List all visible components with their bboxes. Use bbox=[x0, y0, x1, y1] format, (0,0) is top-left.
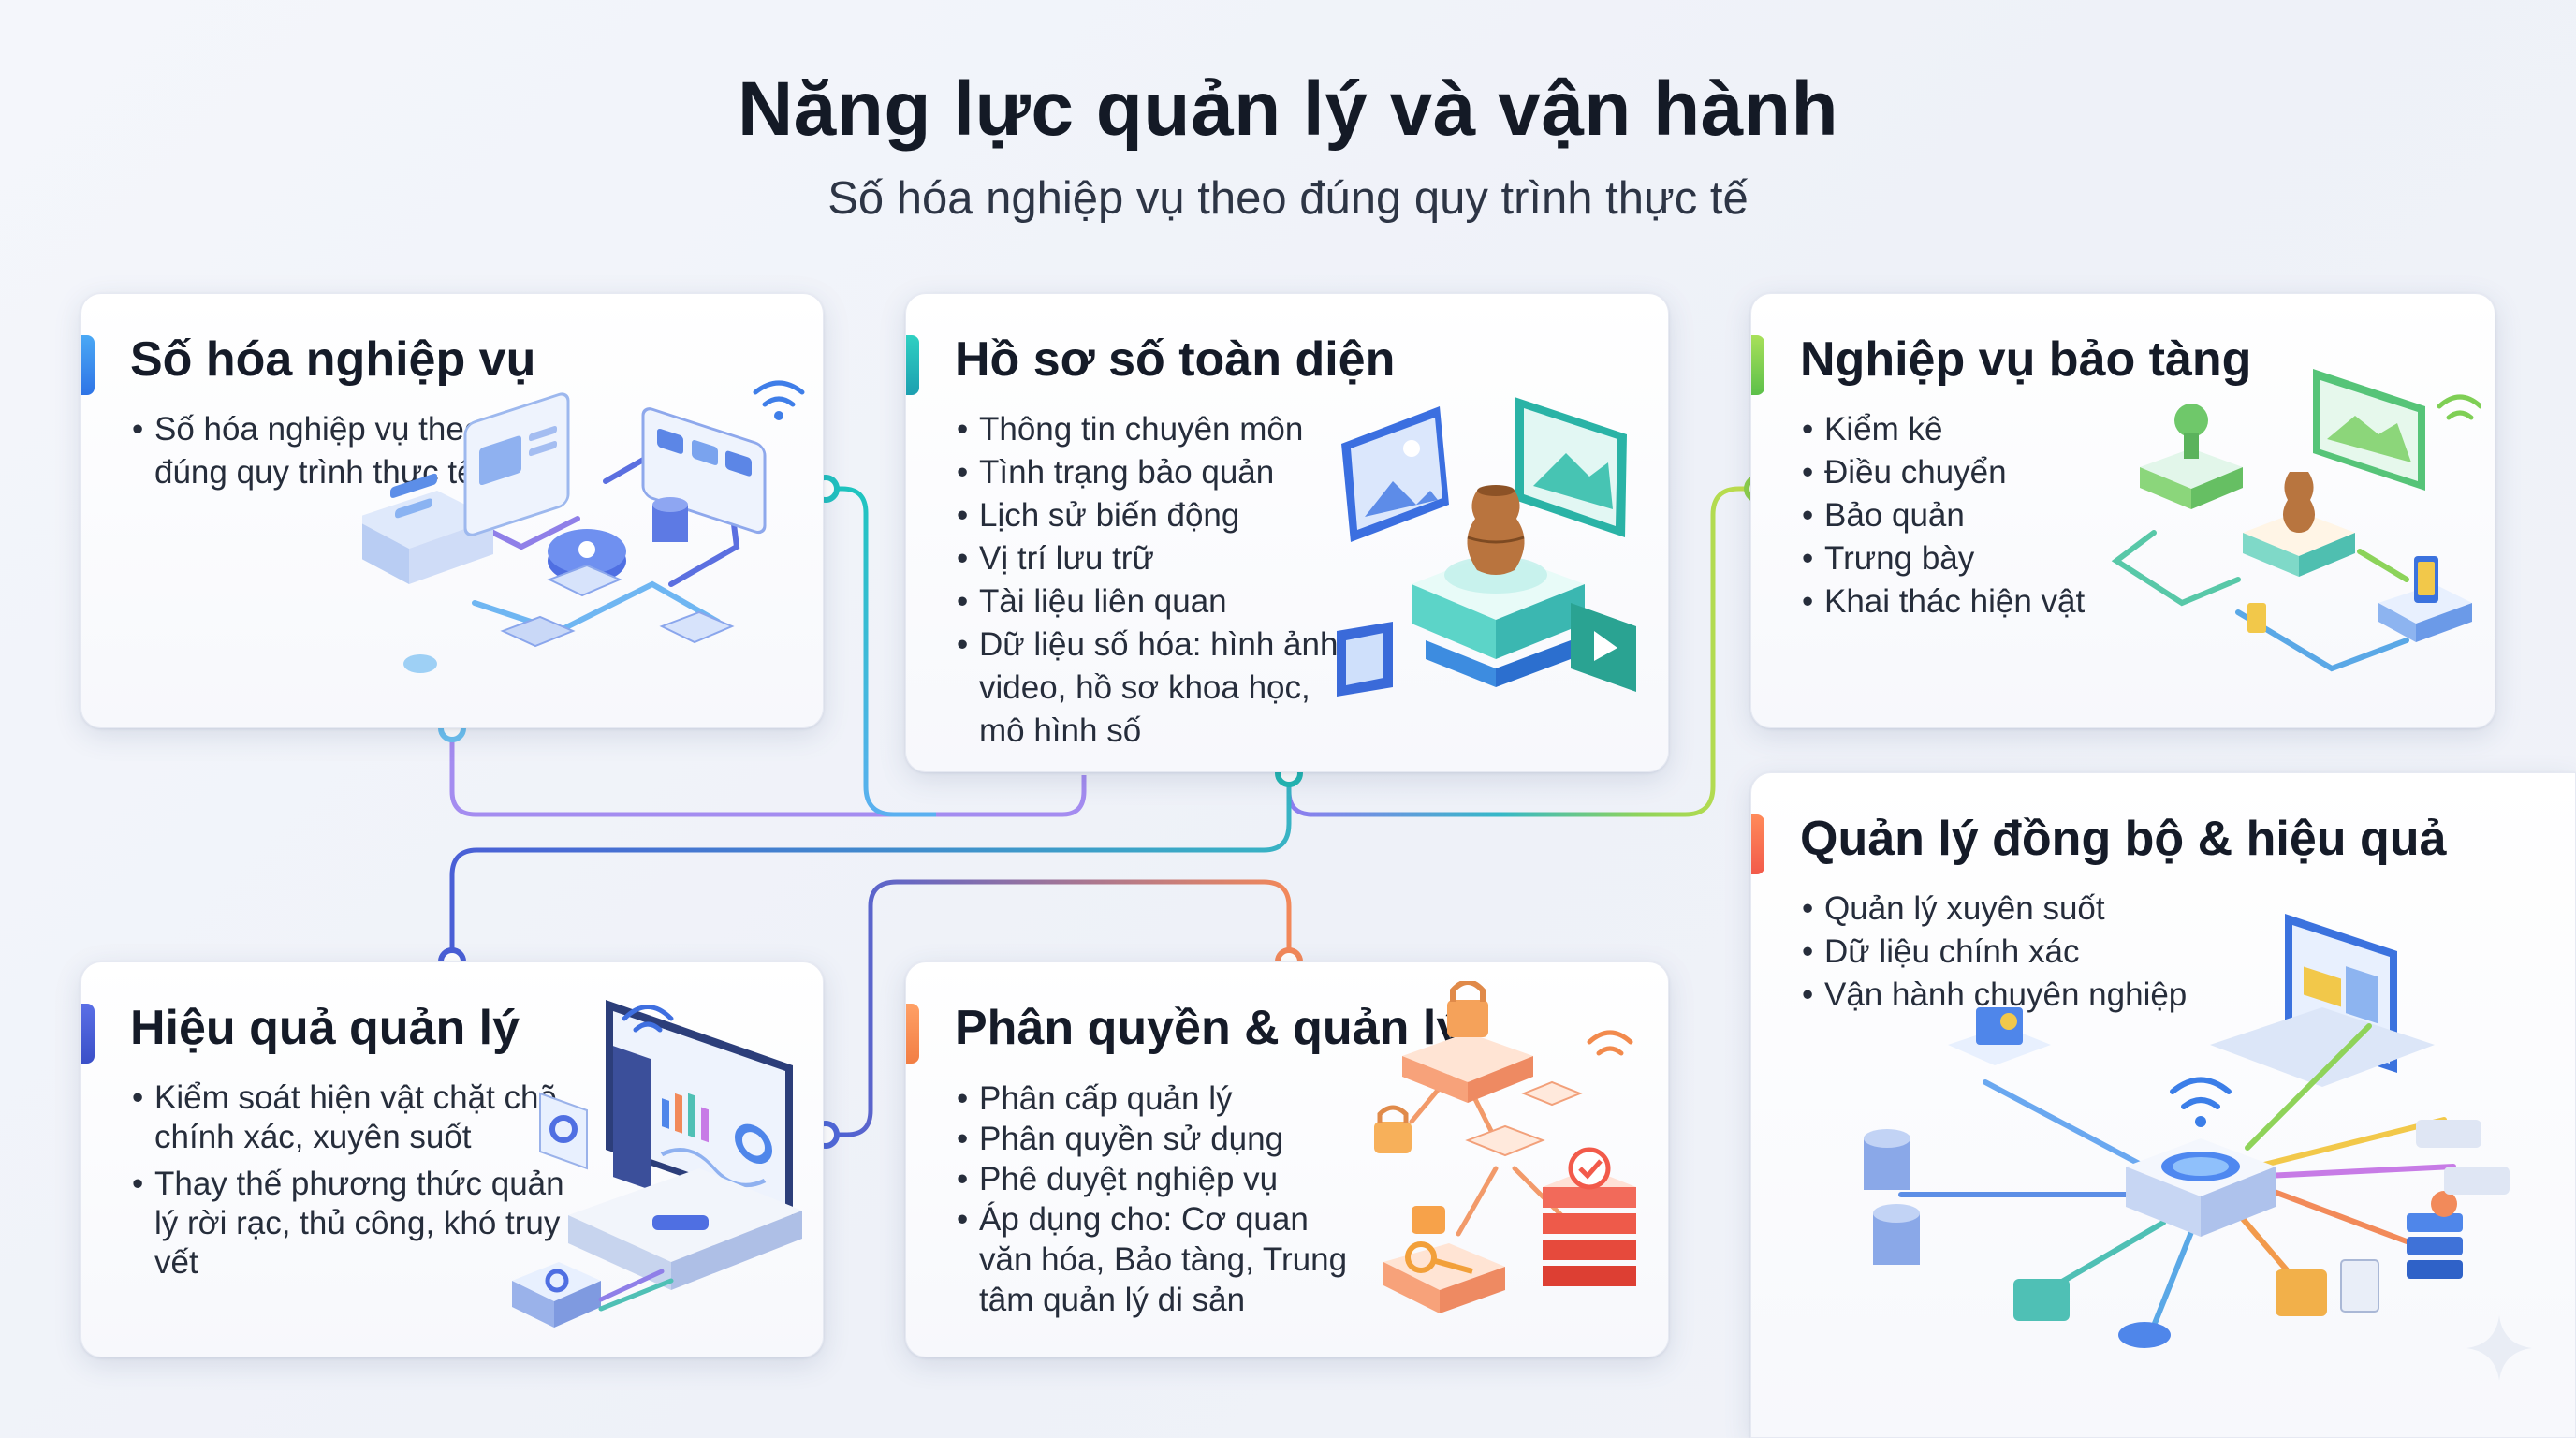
card-sync: Quản lý đồng bộ & hiệu quả Quản lý xuyên… bbox=[1750, 772, 2576, 1438]
card-title: Hiệu quả quản lý bbox=[130, 1001, 520, 1055]
bullet-item: Phân quyền sử dụng bbox=[955, 1119, 1367, 1159]
page-title: Năng lực quản lý và vận hành bbox=[737, 66, 1839, 152]
bullet-list: Phân cấp quản lý Phân quyền sử dụng Phê … bbox=[955, 1078, 1367, 1320]
bullet-item: Trưng bày bbox=[1800, 537, 2137, 580]
bullet-list: Quản lý xuyên suốt Dữ liệu chính xác Vận… bbox=[1800, 888, 2324, 1017]
header: Năng lực quản lý và vận hành Số hóa nghi… bbox=[0, 66, 2576, 225]
bullet-item: Phân cấp quản lý bbox=[955, 1078, 1367, 1119]
bullet-item: Thay thế phương thức quản lý rời rạc, th… bbox=[130, 1165, 570, 1283]
bullet-item: Thông tin chuyên môn bbox=[955, 408, 1348, 451]
card-museum: Nghiệp vụ bảo tàng Kiểm kê Điều chuyển B… bbox=[1750, 293, 2496, 728]
workflow-illustration-icon bbox=[362, 380, 805, 673]
bullet-list: Kiểm soát hiện vật chặt chẽ, chính xác, … bbox=[130, 1078, 570, 1283]
card-title: Hồ sơ số toàn diện bbox=[955, 332, 1396, 387]
bullet-item: Dữ liệu chính xác bbox=[1800, 931, 2324, 974]
card-records: Hồ sơ số toàn diện Thông tin chuyên môn … bbox=[905, 293, 1669, 772]
card-permission: Phân quyền & quản lý Phân cấp quản lý Ph… bbox=[905, 961, 1669, 1357]
card-accent bbox=[906, 1004, 919, 1064]
card-digitize: Số hóa nghiệp vụ Số hóa nghiệp vụ theo đ… bbox=[80, 293, 824, 728]
bullet-list: Thông tin chuyên môn Tình trạng bảo quản… bbox=[955, 408, 1348, 753]
museum-flow-illustration-icon bbox=[2111, 369, 2481, 672]
bullet-item: Áp dụng cho: Cơ quan văn hóa, Bảo tàng, … bbox=[955, 1199, 1367, 1320]
artifact-media-illustration-icon bbox=[1337, 397, 1636, 697]
bullet-item: Phê duyệt nghiệp vụ bbox=[955, 1159, 1367, 1199]
bullet-item: Tài liệu liên quan bbox=[955, 580, 1348, 624]
bullet-item: Kiểm soát hiện vật chặt chẽ, chính xác, … bbox=[130, 1078, 570, 1157]
card-title: Nghiệp vụ bảo tàng bbox=[1800, 332, 2252, 387]
card-accent bbox=[1751, 335, 1764, 395]
card-accent bbox=[81, 1004, 95, 1064]
bullet-item: Điều chuyển bbox=[1800, 451, 2137, 494]
bullet-item: Kiểm kê bbox=[1800, 408, 2137, 451]
card-accent bbox=[81, 335, 95, 395]
connector-records-efficiency bbox=[449, 773, 1292, 960]
bullet-item: Khai thác hiện vật bbox=[1800, 580, 2137, 624]
bullet-item: Bảo quản bbox=[1800, 494, 2137, 537]
bullet-item: Tình trạng bảo quản bbox=[955, 451, 1348, 494]
bullet-item: Lịch sử biến động bbox=[955, 494, 1348, 537]
card-title: Quản lý đồng bộ & hiệu quả bbox=[1800, 812, 2447, 866]
card-accent bbox=[906, 335, 919, 395]
bullet-list: Kiểm kê Điều chuyển Bảo quản Trưng bày K… bbox=[1800, 408, 2137, 624]
bullet-item: Dữ liệu số hóa: hình ảnh, video, hồ sơ k… bbox=[955, 624, 1348, 753]
card-accent bbox=[1751, 814, 1764, 874]
network-hub-illustration-icon bbox=[1864, 914, 2510, 1348]
page-subtitle: Số hóa nghiệp vụ theo đúng quy trình thự… bbox=[827, 173, 1749, 224]
sparkle-icon bbox=[2466, 1315, 2532, 1381]
bullet-item: Vận hành chuyên nghiệp bbox=[1800, 974, 2324, 1017]
bullet-item: Vị trí lưu trữ bbox=[955, 537, 1348, 580]
lock-permission-illustration-icon bbox=[1374, 981, 1636, 1313]
card-title: Phân quyền & quản lý bbox=[955, 1001, 1464, 1055]
card-title: Số hóa nghiệp vụ bbox=[130, 332, 536, 387]
card-efficiency: Hiệu quả quản lý Kiểm soát hiện vật chặt… bbox=[80, 961, 824, 1357]
dashboard-illustration-icon bbox=[512, 1000, 802, 1328]
bullet-item: Quản lý xuyên suốt bbox=[1800, 888, 2324, 931]
